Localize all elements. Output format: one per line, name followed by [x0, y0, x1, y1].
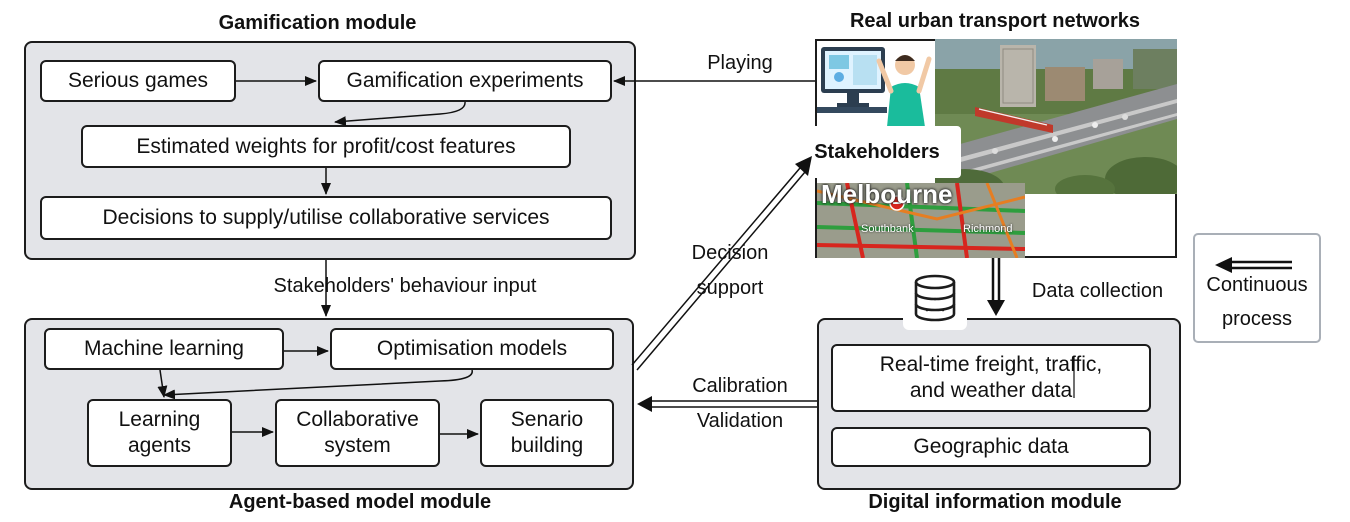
gamer-illustration	[817, 41, 935, 127]
database-icon	[903, 266, 967, 330]
traffic-map: Melbourne Southbank Richmond	[817, 183, 1025, 258]
behaviour-input-label: Stakeholders' behaviour input	[273, 275, 537, 297]
playing-label: Playing	[707, 52, 773, 74]
arrow-decision-support	[631, 167, 806, 371]
geographic-data-box: Geographic data	[831, 427, 1151, 467]
legend-box	[1193, 233, 1321, 343]
serious-games-box: Serious games	[40, 60, 236, 102]
map-suburb-label-2: Richmond	[963, 223, 1013, 235]
calibration-label: Calibration	[692, 375, 788, 397]
estimated-weights-box: Estimated weights for profit/cost featur…	[81, 125, 571, 168]
arrow-experiments-to-weights	[334, 101, 466, 127]
legend-arrow-icon	[1215, 257, 1292, 273]
learning-agents-box: Learning agents	[87, 399, 232, 467]
machine-learning-box: Machine learning	[44, 328, 284, 370]
gamification-experiments-box: Gamification experiments	[318, 60, 612, 102]
arrow-ml-to-learning	[157, 369, 168, 398]
gamification-module-title: Gamification module	[218, 12, 417, 34]
optimisation-models-box: Optimisation models	[330, 328, 614, 370]
urban-networks-title: Real urban transport networks	[849, 10, 1141, 32]
arrow-opt-to-learning	[163, 369, 473, 400]
map-suburb-label-1: Southbank	[861, 223, 914, 235]
arrow-calibration-validation	[637, 396, 817, 412]
agent-module-title: Agent-based model module	[228, 491, 492, 513]
decisions-box: Decisions to supply/utilise collaborativ…	[40, 196, 612, 240]
aerial-transport-photo	[935, 39, 1177, 194]
scenario-building-box: Senario building	[480, 399, 614, 467]
decision-support-label: Decision support	[691, 242, 769, 299]
stakeholders-label: Stakeholders	[793, 126, 961, 178]
digital-module-title: Digital information module	[868, 491, 1122, 513]
collaborative-system-box: Collaborative system	[275, 399, 440, 467]
legend-text: Continuous process	[1206, 274, 1308, 330]
map-city-label: Melbourne	[821, 183, 953, 209]
arrow-data-collection	[987, 258, 1005, 316]
data-collection-label: Data collection	[1031, 280, 1164, 302]
validation-label: Validation	[696, 410, 784, 432]
realtime-data-box: Real-time freight, traffic, and weather …	[831, 344, 1151, 412]
